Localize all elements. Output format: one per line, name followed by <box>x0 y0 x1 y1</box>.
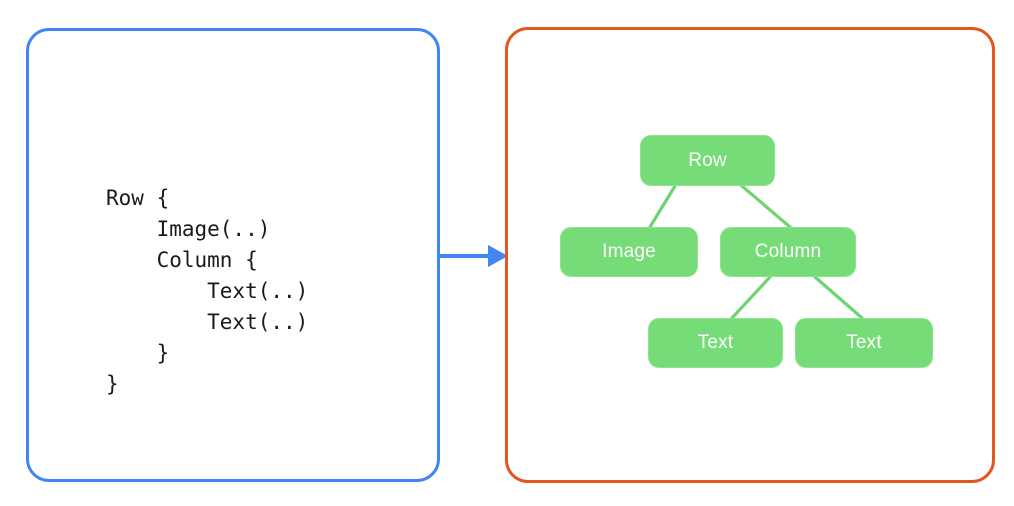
code-panel: Row { Image(..) Column { Text(..) Text(.… <box>26 28 440 482</box>
code-snippet: Row { Image(..) Column { Text(..) Text(.… <box>106 186 309 396</box>
tree-node-image[interactable]: Image <box>560 227 698 277</box>
tree-node-column[interactable]: Column <box>720 227 856 277</box>
arrow-head <box>488 245 508 267</box>
transform-arrow-icon <box>438 245 508 267</box>
tree-node-text-1[interactable]: Text <box>648 318 783 368</box>
tree-node-row[interactable]: Row <box>640 135 775 186</box>
tree-node-text-2[interactable]: Text <box>795 318 933 368</box>
